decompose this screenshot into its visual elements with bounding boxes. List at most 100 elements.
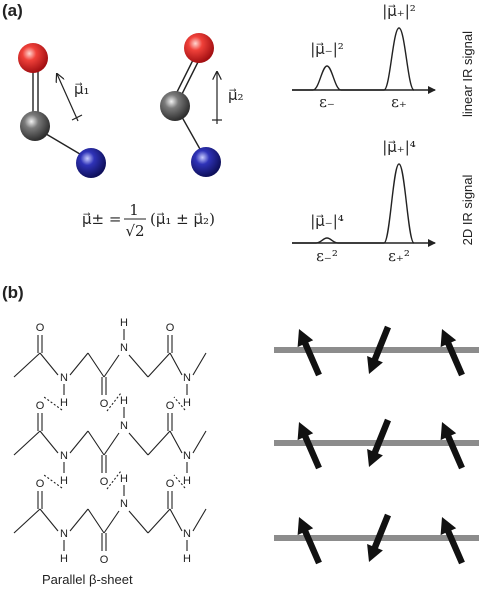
dipole-strand (274, 325, 479, 377)
backbone-bond (87, 430, 105, 456)
dipole-arrow (297, 329, 322, 377)
nitrogen-label: N (183, 450, 191, 462)
backbone-bond (147, 352, 171, 378)
twod-peak-plus-label: |μ⃗₊|⁴ (382, 138, 416, 156)
backbone-bond (39, 508, 59, 532)
oxygen-label: O (166, 478, 175, 490)
dipole-arrow (440, 422, 465, 470)
hydrogen-label: H (60, 475, 68, 487)
hydrogen-label: H (120, 395, 128, 407)
linear-peak-plus-label: |μ⃗₊|² (382, 2, 416, 20)
dipole-arrow (440, 329, 465, 377)
backbone-bond (147, 430, 171, 456)
backbone-bond (103, 432, 120, 456)
backbone-bond (128, 432, 149, 456)
nitrogen-label: N (60, 528, 68, 540)
hydrogen-bonds (43, 392, 186, 490)
backbone-bond (192, 508, 207, 532)
backbone-bond (169, 508, 183, 532)
nitrogen-atom (191, 147, 221, 177)
twod-ir-side-label: 2D IR signal (460, 174, 475, 245)
twod-tick-minus: ε₋² (316, 247, 338, 265)
equation-numerator: 1 (129, 201, 139, 219)
hydrogen-label: H (60, 397, 68, 409)
oxygen-label: O (36, 478, 45, 490)
oxygen-label: O (36, 322, 45, 334)
hydrogen-label: H (60, 553, 68, 565)
nitrogen-label: N (120, 498, 128, 510)
oxygen-label: O (100, 476, 109, 488)
backbone-bond (192, 430, 207, 454)
dipole-equation: μ⃗± = 1 √2 (μ⃗₁ ± μ⃗₂) (82, 201, 215, 240)
backbone-bond (13, 430, 41, 456)
dipole-strands (274, 325, 479, 565)
backbone-bond (169, 352, 183, 376)
nitrogen-label: N (60, 450, 68, 462)
dipole-strand (274, 418, 479, 470)
linear-tick-plus: ε₊ (391, 93, 407, 111)
nitrogen-label: N (120, 420, 128, 432)
oxygen-label: O (100, 398, 109, 410)
linear-tick-minus: ε₋ (319, 93, 335, 111)
backbone-bond (69, 430, 89, 454)
twod-ir-plot: |μ⃗₋|⁴ |μ⃗₊|⁴ ε₋² ε₊² 2D IR signal (292, 138, 475, 265)
backbone-bond (39, 430, 59, 454)
beta-sheet-caption: Parallel β-sheet (42, 572, 133, 587)
backbone-bond (128, 354, 149, 378)
panel-b-label: (b) (2, 283, 24, 302)
twod-ir-spectrum (292, 163, 415, 244)
nitrogen-label: N (183, 528, 191, 540)
nitrogen-atom (76, 148, 106, 178)
backbone-bond (87, 352, 105, 378)
backbone-bond (169, 430, 183, 454)
dipole-arrow (367, 325, 391, 374)
backbone-bond (103, 510, 120, 534)
backbone-bond (69, 508, 89, 532)
mu1-dipole-arrow (57, 74, 79, 122)
dipole-strand (274, 513, 479, 565)
oxygen-label: O (100, 554, 109, 566)
equation-denominator: √2 (125, 222, 144, 240)
backbone-bond (128, 510, 149, 534)
hydrogen-label: H (120, 317, 128, 329)
backbone-bond (13, 352, 41, 378)
dipole-arrow (297, 422, 322, 470)
linear-ir-side-label: linear IR signal (460, 31, 475, 117)
nitrogen-label: N (183, 372, 191, 384)
hydrogen-label: H (183, 553, 191, 565)
mu2-label: μ⃗₂ (228, 86, 244, 104)
twod-tick-plus: ε₊² (388, 247, 410, 265)
linear-peak-minus-label: |μ⃗₋|² (310, 40, 344, 58)
panel-a-label: (a) (2, 1, 23, 20)
backbone-bond (13, 508, 41, 534)
carbon-atom (20, 111, 50, 141)
hydrogen-label: H (183, 475, 191, 487)
linear-ir-spectrum (292, 27, 415, 91)
nitrogen-label: N (120, 342, 128, 354)
hbond-dashed (173, 396, 186, 411)
twod-peak-minus-label: |μ⃗₋|⁴ (310, 212, 344, 230)
molecule-2: μ⃗₂ (160, 33, 244, 177)
hydrogen-label: H (183, 397, 191, 409)
mu1-label: μ⃗₁ (74, 80, 90, 98)
hbond-dashed (173, 474, 186, 489)
dipole-arrow (440, 517, 465, 565)
dipole-arrow (297, 517, 322, 565)
oxygen-label: O (166, 400, 175, 412)
nitrogen-label: N (60, 372, 68, 384)
backbone-bond (39, 352, 59, 376)
hbond-dashed (106, 392, 122, 412)
backbone-bond (192, 352, 207, 376)
equation-rhs: (μ⃗₁ ± μ⃗₂) (150, 210, 215, 228)
oxygen-atom (184, 33, 214, 63)
backbone-bond (147, 508, 171, 534)
hydrogen-label: H (120, 473, 128, 485)
oxygen-atom (18, 43, 48, 73)
hbond-dashed (106, 470, 122, 490)
dipole-arrow (367, 513, 391, 562)
